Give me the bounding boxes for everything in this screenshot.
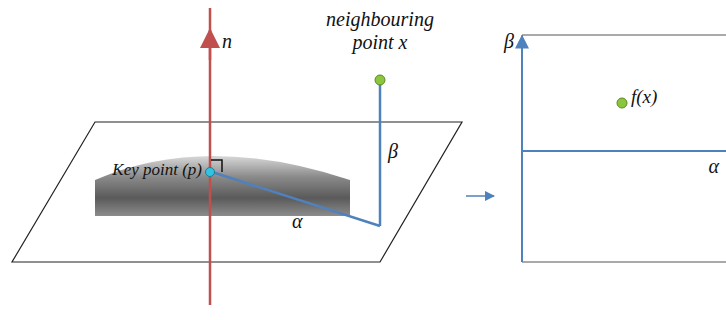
neighbour-point: [375, 75, 385, 85]
tangent-plane: [12, 122, 462, 262]
normal-arrow: [209, 30, 212, 60]
beta-axis: [521, 36, 523, 262]
segment-name: β: [388, 140, 398, 163]
segment-name: α: [292, 210, 303, 233]
axis-name: n: [222, 30, 232, 53]
feature-panel: [522, 35, 726, 262]
axis-name: β: [504, 30, 514, 53]
normal-axis: [209, 8, 212, 305]
point-caption: neighbouring point x: [315, 8, 445, 54]
mapping-arrow: [466, 195, 494, 197]
mapped-point: [617, 98, 627, 108]
surface-patch: [95, 156, 350, 216]
key-point: [206, 168, 215, 177]
point-caption: Key point (p): [112, 160, 202, 180]
point-caption: f(x): [631, 86, 657, 108]
axis-name: α: [709, 155, 720, 178]
beta-segment: [379, 82, 382, 226]
alpha-axis: [522, 150, 726, 152]
